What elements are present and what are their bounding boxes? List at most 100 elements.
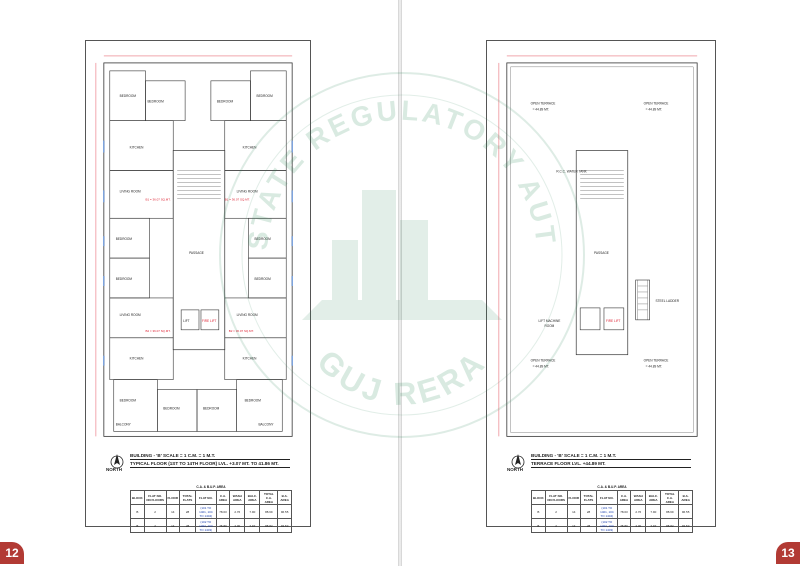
page-number: 13 (776, 542, 800, 564)
north-arrow-icon (511, 454, 525, 469)
table-header: FLAT NO. (195, 490, 217, 505)
svg-text:BALCONY: BALCONY (116, 422, 132, 426)
table-cell: 2 (143, 504, 167, 519)
svg-text:= 44.89 MT.: = 44.89 MT. (533, 365, 550, 369)
table-cell: 14 (566, 504, 582, 519)
table-cell: 4.00 (630, 518, 647, 533)
table-cell: 2 (143, 518, 167, 533)
table-header: TOTAL C.A. AREA (660, 490, 680, 505)
table-header: TOTAL FLATS (580, 490, 598, 505)
title-underline (531, 467, 691, 468)
table-row: B 2 14 28 (101 TO 1401, 104 TO 1404) 78.… (531, 504, 693, 519)
svg-text:FIRE LIFT: FIRE LIFT (606, 319, 621, 323)
svg-text:LIVING ROOM: LIVING ROOM (120, 189, 141, 193)
svg-text:B2 = 36.07 SQ.MT.: B2 = 36.07 SQ.MT. (229, 329, 254, 333)
table-cell: (102 TO 1402, 103 TO 1403) (596, 518, 618, 533)
table-cell: (101 TO 1401, 104 TO 1404) (596, 504, 618, 519)
title-underline (130, 467, 290, 468)
right-drawing-frame: OPEN TERRACE = 44.89 MT. OPEN TERRACE = … (486, 40, 716, 533)
table-cell: 14 (165, 518, 181, 533)
north-label: NORTH (106, 467, 122, 472)
svg-text:R.C.C. WATER TANK: R.C.C. WATER TANK (556, 169, 587, 173)
table-header-row: BLOCK FLAT NO. ON FLOORS FLOOR TOTAL FLA… (130, 490, 292, 505)
title-underline (531, 459, 691, 460)
table-cell: B (130, 504, 145, 519)
svg-text:ROOM: ROOM (544, 324, 554, 328)
table-cell: 7.90 (244, 504, 261, 519)
north-label: NORTH (507, 467, 523, 472)
table-row: B 2 14 28 (101 TO 1401, 104 TO 1404) 78.… (130, 504, 292, 519)
table-header: FLOOR (566, 490, 582, 505)
table-cell: 14 (165, 504, 181, 519)
svg-text:BEDROOM: BEDROOM (116, 277, 133, 281)
page-number: 12 (0, 542, 24, 564)
table-header-row: BLOCK FLAT NO. ON FLOORS FLOOR TOTAL FLA… (531, 490, 693, 505)
table-cell: 93.53 (678, 518, 693, 533)
table-cell: 88.69 (259, 504, 279, 519)
svg-text:BEDROOM: BEDROOM (120, 399, 137, 403)
table-header: WASH AREA (630, 490, 647, 505)
table-cell: 78.03 (616, 504, 632, 519)
svg-text:BEDROOM: BEDROOM (147, 100, 164, 104)
table-cell: 2.76 (229, 504, 246, 519)
table-cell: 96.55 (678, 504, 693, 519)
svg-text:= 44.89 MT.: = 44.89 MT. (646, 108, 663, 112)
svg-text:BEDROOM: BEDROOM (203, 406, 220, 410)
right-title-block: NORTH BUILDING - 'B' SCALE = 1 C.M. = 1 … (507, 451, 699, 479)
table-row: B 2 14 28 (102 TO 1402, 103 TO 1403) 75.… (130, 518, 292, 533)
table-header: BALC. AREA (244, 490, 261, 505)
table-cell: 7.97 (244, 518, 261, 533)
svg-text:OPEN TERRACE: OPEN TERRACE (644, 102, 669, 106)
table-cell: 4.00 (229, 518, 246, 533)
table-header: BLOCK (130, 490, 145, 505)
svg-text:OPEN TERRACE: OPEN TERRACE (644, 359, 669, 363)
svg-text:KITCHEN: KITCHEN (243, 146, 258, 150)
table-cell: B (531, 518, 546, 533)
table-cell: 7.97 (645, 518, 662, 533)
building-scale-label: BUILDING - 'B' SCALE = 1 C.M. = 1 M.T. (130, 453, 216, 458)
svg-text:PASSAGE: PASSAGE (189, 251, 204, 255)
svg-text:BEDROOM: BEDROOM (254, 277, 271, 281)
table-cell: 2.76 (630, 504, 647, 519)
left-page: B1 = 36.07 SQ.MT. B1 = 36.07 SQ.MT. B2 =… (0, 0, 398, 566)
svg-text:LIVING ROOM: LIVING ROOM (120, 313, 141, 317)
table-cell: (101 TO 1401, 104 TO 1404) (195, 504, 217, 519)
svg-text:BEDROOM: BEDROOM (163, 406, 180, 410)
table-header: TOTAL C.A. AREA (259, 490, 279, 505)
right-page: OPEN TERRACE = 44.89 MT. OPEN TERRACE = … (402, 0, 800, 566)
svg-text:KITCHEN: KITCHEN (243, 357, 258, 361)
table-cell: 96.55 (277, 504, 292, 519)
table-cell: 88.82 (259, 518, 279, 533)
floor-title: TERRACE FLOOR LVL. +44.89 MT. (531, 461, 606, 466)
svg-text:BEDROOM: BEDROOM (120, 94, 137, 98)
svg-text:KITCHEN: KITCHEN (130, 146, 145, 150)
left-title-block: NORTH BUILDING - 'B' SCALE = 1 C.M. = 1 … (106, 451, 298, 479)
table-header: WASH AREA (229, 490, 246, 505)
svg-text:LIFT MACHINE: LIFT MACHINE (539, 319, 561, 323)
svg-text:LIVING ROOM: LIVING ROOM (237, 189, 258, 193)
table-cell: 75.80 (215, 518, 231, 533)
area-table-caption: C.A. & B.U.P. AREA (196, 485, 226, 489)
svg-text:BEDROOM: BEDROOM (254, 237, 271, 241)
table-header: FLOOR (165, 490, 181, 505)
svg-text:STEEL LADDER: STEEL LADDER (656, 299, 680, 303)
table-cell: B (130, 518, 145, 533)
area-table: C.A. & B.U.P. AREA BLOCK FLAT NO. ON FLO… (130, 485, 292, 533)
table-cell: 93.53 (277, 518, 292, 533)
svg-text:BEDROOM: BEDROOM (217, 100, 234, 104)
table-cell: 28 (580, 518, 598, 533)
svg-text:= 44.89 MT.: = 44.89 MT. (646, 365, 663, 369)
table-header: B.A. AREA (277, 490, 292, 505)
table-cell: 2 (544, 504, 568, 519)
book-gutter (398, 0, 402, 566)
table-cell: 88.69 (660, 504, 680, 519)
table-cell: B (531, 504, 546, 519)
area-table-caption: C.A. & B.U.P. AREA (597, 485, 627, 489)
area-table: C.A. & B.U.P. AREA BLOCK FLAT NO. ON FLO… (531, 485, 693, 533)
table-header: TOTAL FLATS (179, 490, 197, 505)
svg-text:BEDROOM: BEDROOM (116, 237, 133, 241)
terrace-label: OPEN TERRACE (531, 102, 556, 106)
svg-text:B1 = 36.07 SQ.MT.: B1 = 36.07 SQ.MT. (145, 197, 170, 201)
table-cell: 88.82 (660, 518, 680, 533)
